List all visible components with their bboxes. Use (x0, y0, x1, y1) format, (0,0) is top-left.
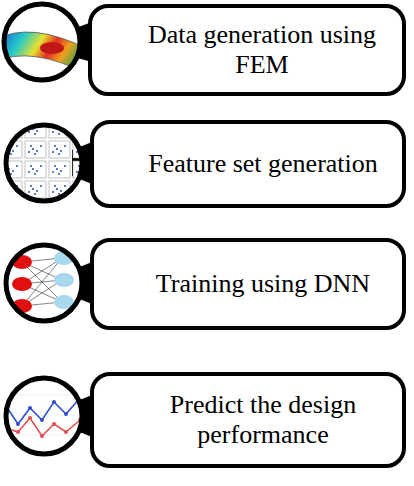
step-label: Data generation using FEM (136, 20, 388, 80)
callout-box: Data generation using FEM (88, 4, 406, 96)
step-label: Feature set generation (148, 149, 378, 179)
step-label: Training using DNN (156, 269, 370, 299)
callout-box: Feature set generation (90, 120, 406, 208)
callout-box: Predict the design performance (90, 372, 406, 468)
callout-box: Training using DNN (90, 238, 406, 330)
step-label: Predict the design performance (138, 390, 388, 450)
